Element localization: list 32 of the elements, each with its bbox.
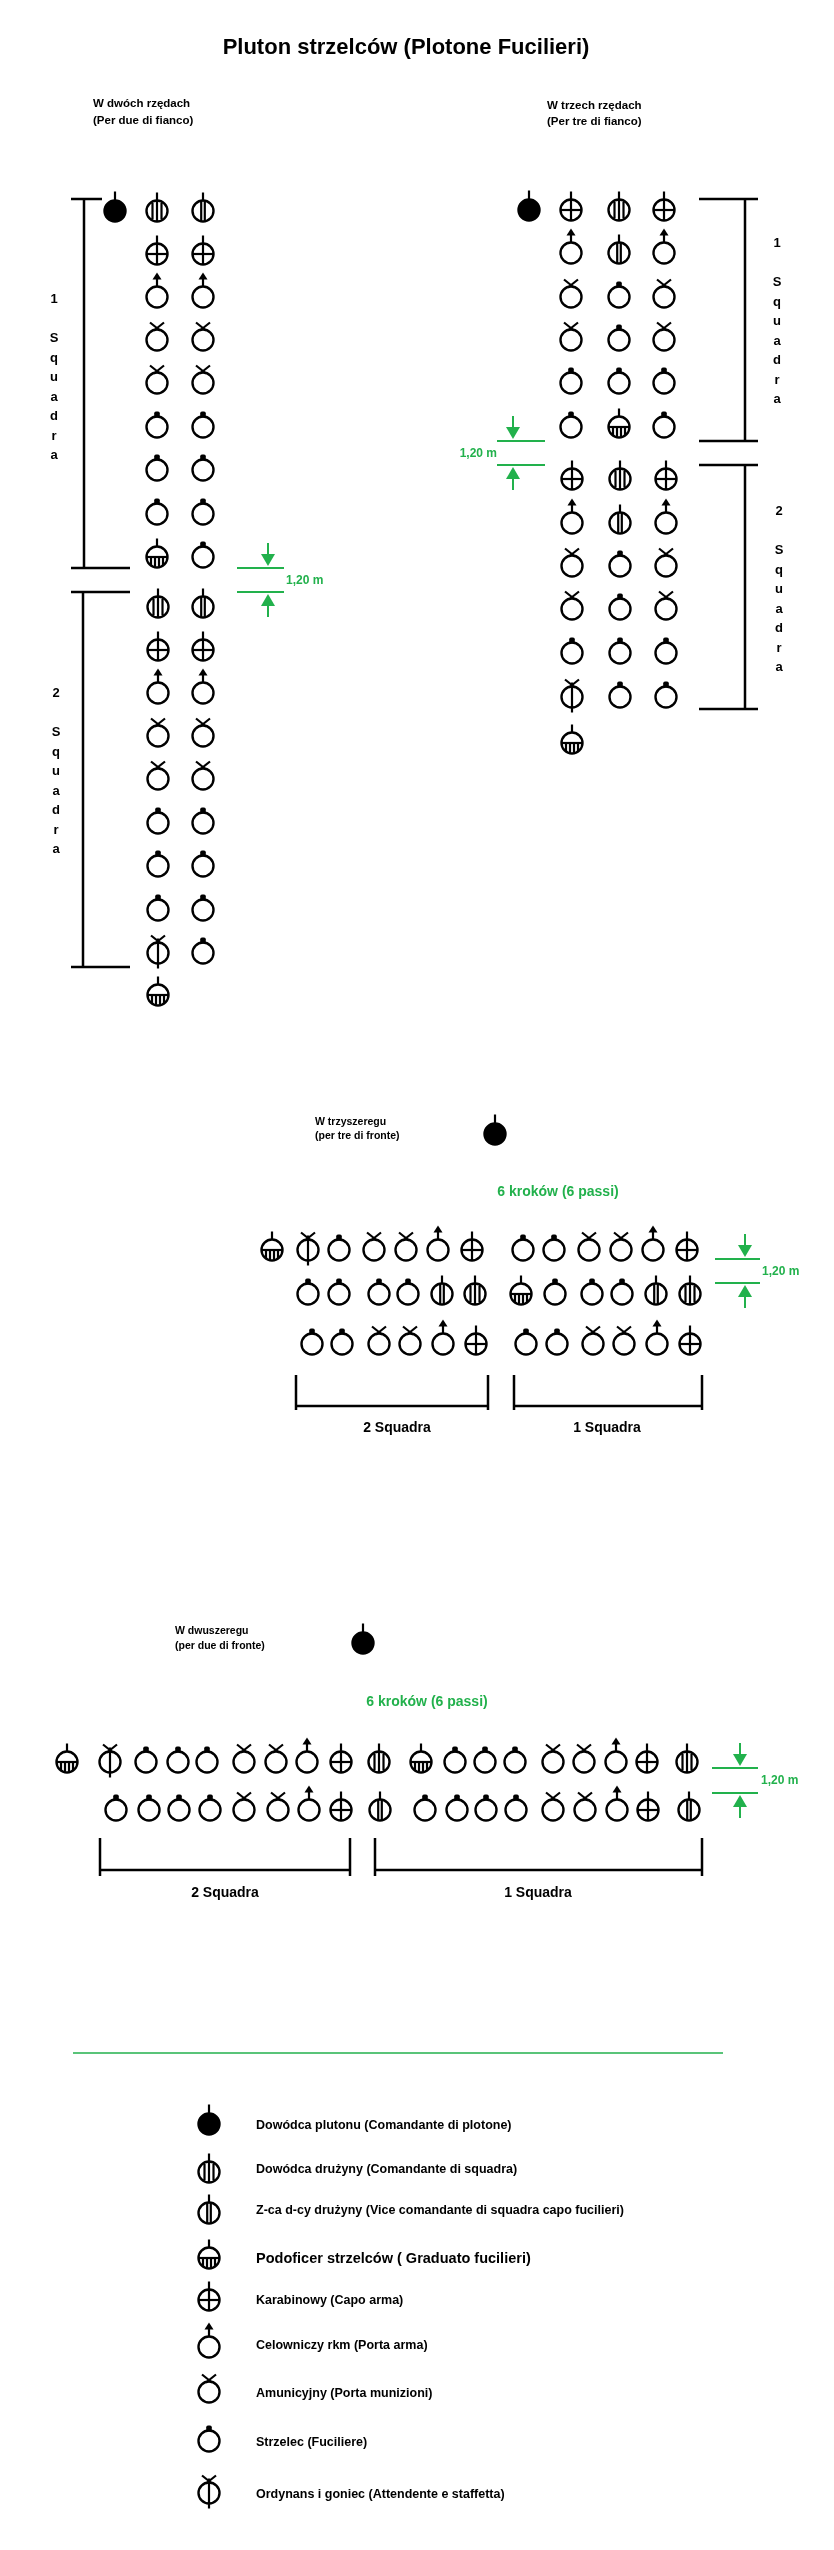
dimension-label: 1,20 m [459,445,497,461]
dimension-label: 1,20 m [761,1772,799,1788]
legend-text: Karabinowy (Capo arma) [256,2292,404,2308]
squad-label: 2 Squadra [363,1418,431,1436]
label: (per tre di fronte) [315,1128,400,1142]
legend-text: Podoficer strzelców ( Graduato fucilieri) [256,2250,531,2268]
spacing-label: 6 kroków (6 passi) [497,1182,619,1200]
label: (Per tre di fianco) [547,115,642,129]
squad-label: 1 Squadra [48,290,60,465]
squad-label: 2 Squadra [191,1883,259,1901]
legend-text: Amunicyjny (Porta munizioni) [256,2385,433,2401]
label: W dwuszeregu [175,1623,249,1637]
label: (Per due di fianco) [93,114,194,128]
squad-label: 1 Squadra [504,1883,572,1901]
label: W trzyszeregu [315,1114,387,1128]
legend-text: Ordynans i goniec (Attendente e staffetta) [256,2486,505,2502]
squad-label: 2 Squadra [50,684,62,859]
label: W trzech rzędach [547,99,642,113]
squad-label: 1 Squadra [573,1418,641,1436]
squad-label: 1 Squadra [771,234,783,409]
legend-text: Dowódca drużyny (Comandante di squadra) [256,2161,518,2177]
legend-text: Dowódca plutonu (Comandante di plotone) [256,2117,512,2133]
legend-text: Strzelec (Fuciliere) [256,2434,368,2450]
dimension-label: 1,20 m [762,1263,800,1279]
spacing-label: 6 kroków (6 passi) [366,1692,488,1710]
legend-text: Celowniczy rkm (Porta arma) [256,2337,428,2353]
dimension-label: 1,20 m [286,572,324,588]
legend-text: Z-ca d-cy drużyny (Vice comandante di squadra capo fucilieri) [256,2202,624,2218]
squad-label: 2 Squadra [773,502,785,677]
title: Pluton strzelców (Plotone Fucilieri) [222,33,590,61]
label: W dwóch rzędach [93,97,191,111]
label: (per due di fronte) [175,1638,265,1652]
